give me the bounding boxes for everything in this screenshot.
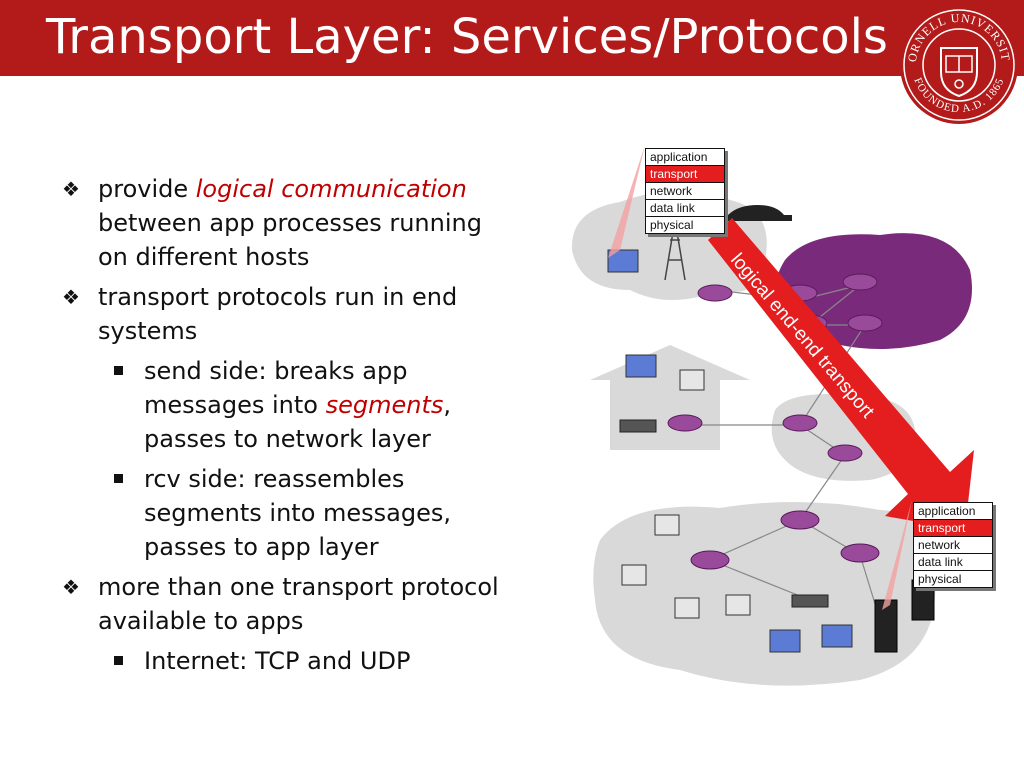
- laptop-icon: [625, 354, 657, 378]
- server-icon: [874, 599, 898, 653]
- car-icon: [722, 205, 792, 221]
- title-bar: [0, 0, 1024, 76]
- cornell-seal-logo: CORNELL UNIVERSITY FOUNDED A.D. 1865: [898, 4, 1018, 124]
- protocol-stack-top: application transport network data link …: [645, 148, 725, 234]
- subbullet-rcv-side: rcv side: reassembles segments into mess…: [62, 462, 502, 564]
- wifi-access-point-icon: [619, 419, 657, 433]
- square-bullet-icon: [114, 366, 123, 375]
- slide-title: Transport Layer: Services/Protocols: [46, 9, 888, 65]
- desktop-computer-icon: [654, 514, 680, 536]
- layer-transport: transport: [914, 519, 992, 536]
- top-stack-pointer: [608, 145, 645, 258]
- bottom-stack-pointer: [882, 500, 912, 610]
- layer-application: application: [650, 150, 708, 164]
- router-icon: [780, 510, 820, 530]
- desktop-computer-icon: [725, 594, 751, 616]
- network-diagram: logical end-end transport application tr…: [560, 140, 1024, 700]
- wifi-access-point-icon: [791, 594, 829, 608]
- protocol-stack-bottom: application transport network data link …: [913, 502, 993, 588]
- router-icon: [690, 550, 730, 570]
- desktop-computer-icon: [679, 369, 705, 391]
- diamond-bullet-icon: ❖: [62, 285, 80, 309]
- router-icon: [840, 543, 880, 563]
- layer-network: network: [646, 182, 724, 199]
- diamond-bullet-icon: ❖: [62, 177, 80, 201]
- layer-transport: transport: [646, 165, 724, 182]
- layer-data-link: data link: [646, 199, 724, 216]
- router-icon: [782, 414, 818, 432]
- desktop-computer-icon: [621, 564, 647, 586]
- layer-network: network: [914, 536, 992, 553]
- router-icon: [697, 284, 733, 302]
- diamond-bullet-icon: ❖: [62, 575, 80, 599]
- square-bullet-icon: [114, 474, 123, 483]
- laptop-icon: [821, 624, 853, 648]
- router-icon: [847, 314, 883, 332]
- square-bullet-icon: [114, 656, 123, 665]
- layer-physical: physical: [914, 570, 992, 587]
- enterprise-network-cloud: [593, 501, 936, 686]
- router-icon: [667, 414, 703, 432]
- laptop-icon: [769, 629, 801, 653]
- layer-physical: physical: [646, 216, 724, 233]
- layer-application: application: [918, 504, 976, 518]
- layer-data-link: data link: [914, 553, 992, 570]
- laptop-icon: [607, 249, 639, 273]
- home-network: [590, 345, 750, 450]
- router-icon: [827, 444, 863, 462]
- subbullet-tcp-udp: Internet: TCP and UDP: [62, 644, 502, 678]
- router-icon: [842, 273, 878, 291]
- bullet-transport-protocols: ❖ transport protocols run in end systems: [62, 280, 502, 348]
- bullet-more-protocols: ❖ more than one transport protocol avail…: [62, 570, 502, 638]
- subbullet-send-side: send side: breaks app messages into segm…: [62, 354, 502, 456]
- desktop-computer-icon: [674, 597, 700, 619]
